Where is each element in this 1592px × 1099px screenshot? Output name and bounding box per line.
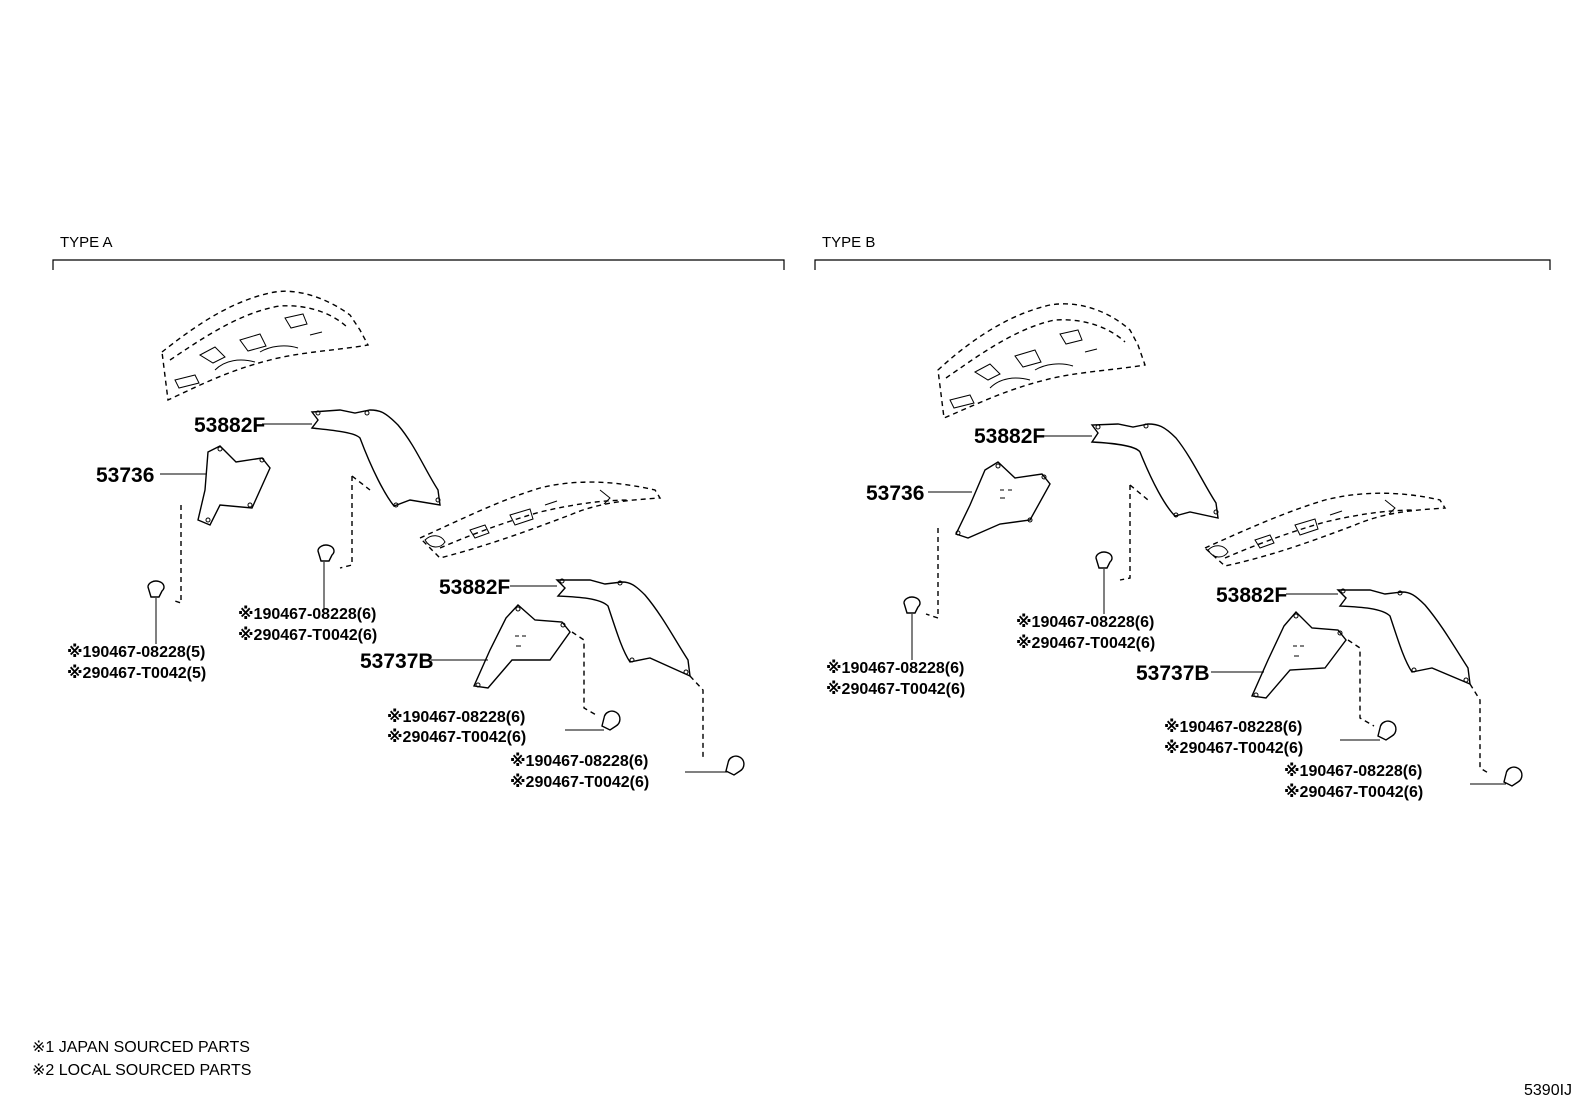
upper-fender-liner-b xyxy=(937,303,1146,420)
part-53882f-upper-b: 53882F xyxy=(974,423,1219,581)
clip-mid-b xyxy=(1095,551,1113,614)
part-53736-a: 53736 xyxy=(96,445,271,604)
label-53736-b: 53736 xyxy=(866,482,924,505)
type-b-bracket xyxy=(814,259,1551,270)
type-b-title: TYPE B xyxy=(822,234,875,251)
label-53882f-upper-b: 53882F xyxy=(974,425,1045,448)
legend: ※1 JAPAN SOURCED PARTS ※2 LOCAL SOURCED … xyxy=(32,1039,251,1079)
upper-fender-liner-a xyxy=(161,290,370,402)
clip-right-a xyxy=(685,755,745,776)
lower-fender-liner-b xyxy=(1203,492,1447,567)
label-53882f-lower-b: 53882F xyxy=(1216,584,1287,607)
callout-left-clip-2-b: ※290467-T0042(6) xyxy=(826,680,965,698)
callout-right-clip-2-b: ※290467-T0042(6) xyxy=(1284,783,1423,801)
label-53737b-b: 53737B xyxy=(1136,662,1210,685)
label-53737b-a: 53737B xyxy=(360,650,434,673)
clip-mid-a xyxy=(317,544,335,609)
callout-mid-clip-2-a: ※290467-T0042(6) xyxy=(238,626,377,644)
callout-left-clip-1-a: ※190467-08228(5) xyxy=(67,643,205,661)
clip-right-b xyxy=(1470,766,1523,787)
part-53882f-lower-a: 53882F xyxy=(439,576,704,758)
callout-left-clip-2-a: ※290467-T0042(5) xyxy=(67,664,206,682)
type-b-section: TYPE B 53882F 53736 xyxy=(814,234,1551,801)
type-a-title: TYPE A xyxy=(60,234,113,251)
part-53882f-lower-b: 53882F xyxy=(1216,584,1491,775)
label-53882f-upper-a: 53882F xyxy=(194,414,265,437)
part-53882f-upper-a: 53882F xyxy=(194,409,441,569)
legend-note-1: ※1 JAPAN SOURCED PARTS xyxy=(32,1039,250,1056)
callout-mid-clip-1-a: ※190467-08228(6) xyxy=(238,605,376,623)
lower-fender-liner-a xyxy=(418,481,662,559)
callout-lower-clip-2-b: ※290467-T0042(6) xyxy=(1164,739,1303,757)
callout-right-clip-2-a: ※290467-T0042(6) xyxy=(510,773,649,791)
callout-right-clip-1-a: ※190467-08228(6) xyxy=(510,752,648,770)
clip-left-b xyxy=(903,596,921,660)
callout-lower-clip-2-a: ※290467-T0042(6) xyxy=(387,728,526,746)
label-53736-a: 53736 xyxy=(96,464,154,487)
callout-lower-clip-1-a: ※190467-08228(6) xyxy=(387,708,525,726)
clip-lower-a xyxy=(565,710,621,731)
legend-note-2: ※2 LOCAL SOURCED PARTS xyxy=(32,1062,251,1079)
type-a-bracket xyxy=(52,259,785,270)
part-53737b-a: 53737B xyxy=(360,604,599,717)
callout-right-clip-1-b: ※190467-08228(6) xyxy=(1284,762,1422,780)
type-a-section: TYPE A 53882F 53736 xyxy=(52,234,785,791)
label-53882f-lower-a: 53882F xyxy=(439,576,510,599)
clip-left-a xyxy=(147,580,165,644)
callout-lower-clip-1-b: ※190467-08228(6) xyxy=(1164,718,1302,736)
clip-lower-b xyxy=(1340,720,1397,741)
part-53737b-b: 53737B xyxy=(1136,610,1375,727)
callout-left-clip-1-b: ※190467-08228(6) xyxy=(826,659,964,677)
diagram-id: 5390IJ xyxy=(1524,1082,1572,1099)
callout-mid-clip-2-b: ※290467-T0042(6) xyxy=(1016,634,1155,652)
callout-mid-clip-1-b: ※190467-08228(6) xyxy=(1016,613,1154,631)
part-53736-b: 53736 xyxy=(866,461,1051,619)
